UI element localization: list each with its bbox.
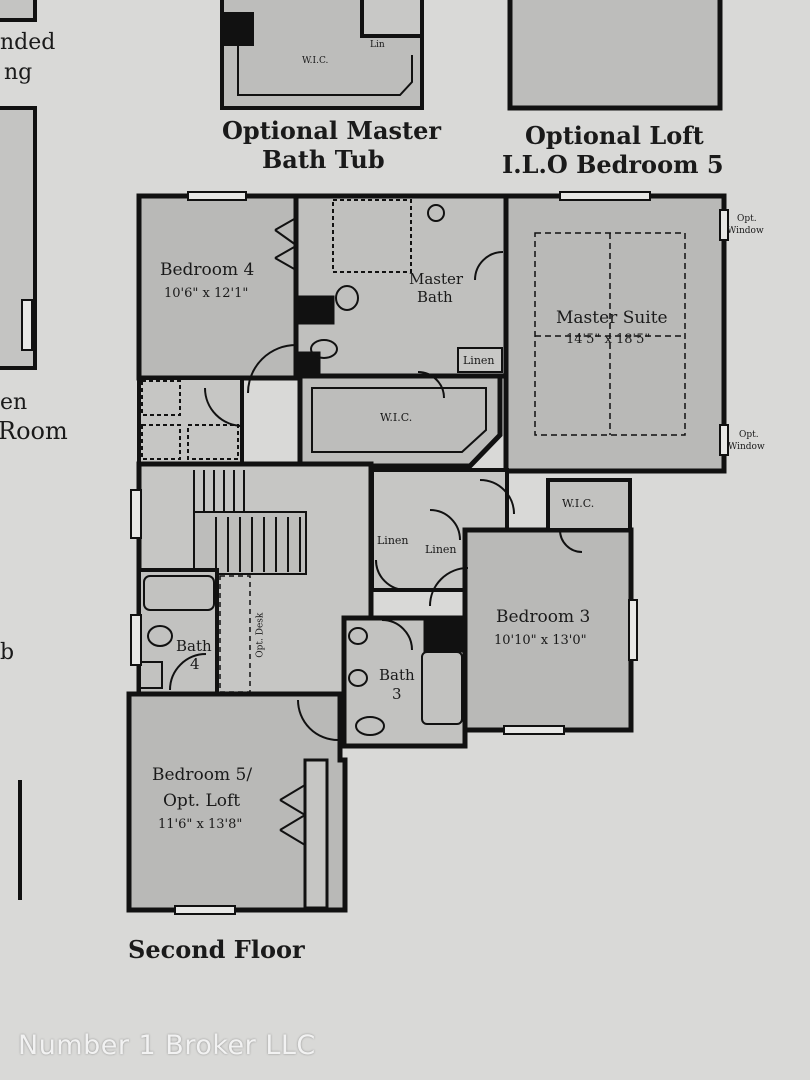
opt-window-top-1: Opt. xyxy=(737,214,757,224)
caption-optional-loft-2: I.L.O Bedroom 5 xyxy=(502,150,724,179)
left-partial-walls xyxy=(0,0,37,900)
room-bedroom-3 xyxy=(462,527,634,733)
second-floor-plan xyxy=(21,191,729,915)
partial-text-ng: ng xyxy=(4,60,33,85)
bath-4-label-2: 4 xyxy=(190,655,200,673)
master-wic-label: W.I.C. xyxy=(380,411,413,424)
linen-master-label: Linen xyxy=(463,354,495,367)
opt-window-bot-1: Opt. xyxy=(739,430,759,440)
caption-optional-loft-1: Optional Loft xyxy=(525,121,704,150)
bath-3-label-2: 3 xyxy=(392,685,402,703)
master-suite-name: Master Suite xyxy=(556,308,668,328)
bedroom-3-wic-label: W.I.C. xyxy=(562,497,595,510)
bath-4-label-1: Bath xyxy=(176,637,212,655)
bedroom-5-name-2: Opt. Loft xyxy=(163,791,241,811)
optional-loft-partial xyxy=(507,0,723,111)
bedroom-3-name: Bedroom 3 xyxy=(496,607,591,627)
bedroom-5-dims: 11'6" x 13'8" xyxy=(158,817,243,832)
opt-window-bot-2: Window xyxy=(728,442,765,452)
partial-text-en: en xyxy=(0,390,28,415)
master-bath-name-2: Bath xyxy=(417,288,453,306)
bath-3-label-1: Bath xyxy=(379,666,415,684)
room-bath-4 xyxy=(137,568,219,696)
room-master-suite xyxy=(503,193,727,474)
linen-a-label: Linen xyxy=(377,534,409,547)
room-master-wic xyxy=(297,373,503,469)
bedroom-4-name: Bedroom 4 xyxy=(160,260,255,280)
linen-b-label: Linen xyxy=(425,543,457,556)
floor-title: Second Floor xyxy=(128,935,305,964)
bedroom-3-dims: 10'10" x 13'0" xyxy=(494,633,587,648)
partial-wic-label: W.I.C. xyxy=(302,56,329,66)
caption-optional-master-bath-1: Optional Master xyxy=(222,116,441,145)
bedroom-5-name-1: Bedroom 5/ xyxy=(152,765,253,785)
opt-window-top-2: Window xyxy=(727,226,764,236)
partial-text-room: Room xyxy=(0,417,68,445)
optional-master-bath-partial xyxy=(220,0,424,110)
partial-lin-label: Lin xyxy=(370,40,385,50)
bedroom-4-dims: 10'6" x 12'1" xyxy=(164,286,249,301)
partial-text-b: b xyxy=(0,640,15,665)
caption-optional-master-bath-2: Bath Tub xyxy=(262,145,385,174)
watermark: Number 1 Broker LLC xyxy=(18,1030,316,1061)
partial-text-nded: nded xyxy=(0,30,56,55)
master-suite-dims: 14'5" x 18'5" xyxy=(566,332,651,347)
master-bath-name-1: Master xyxy=(409,270,464,288)
room-bedroom-5 xyxy=(126,691,348,913)
opt-desk-label: Opt. Desk xyxy=(255,612,266,658)
